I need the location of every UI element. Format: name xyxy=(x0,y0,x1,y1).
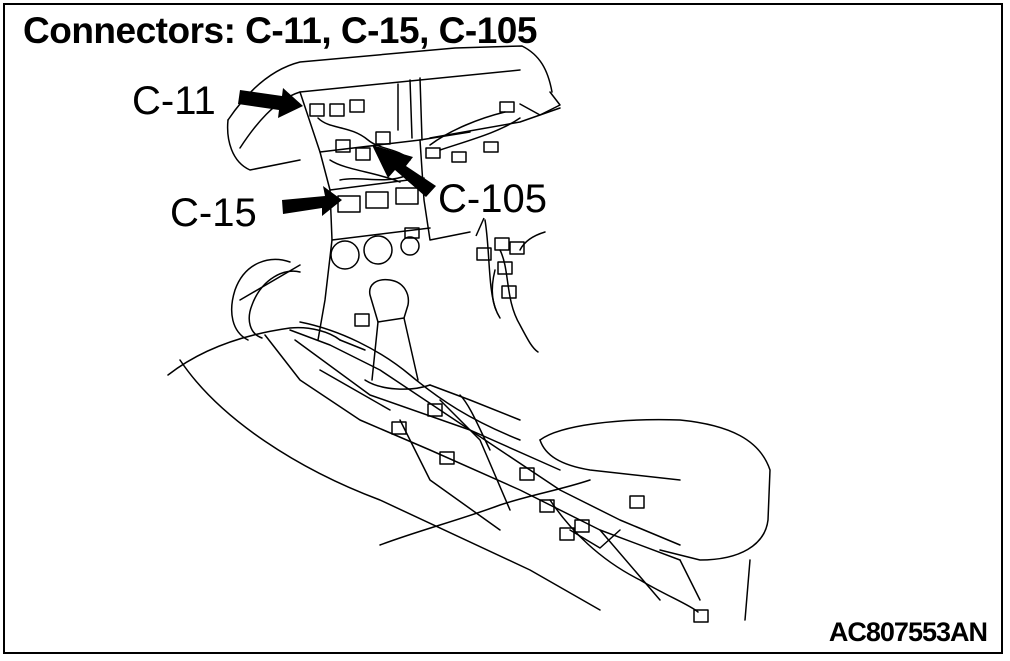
label-c15: C-15 xyxy=(170,191,257,235)
arrow-c11 xyxy=(238,88,303,118)
side-harness xyxy=(476,219,546,353)
leader-c105 xyxy=(475,217,485,237)
diagram-title: Connectors: C-11, C-15, C-105 xyxy=(23,10,537,51)
steering-wheel xyxy=(167,258,366,376)
label-c105: C-105 xyxy=(438,177,547,221)
figure-id: AC807553AN xyxy=(828,617,988,647)
dash-connectors xyxy=(309,99,521,239)
arrow-c105 xyxy=(372,145,436,197)
label-c11: C-11 xyxy=(132,79,216,123)
center-console xyxy=(179,313,709,623)
arrow-c15 xyxy=(282,186,342,216)
shift-lever xyxy=(364,278,431,390)
armrest xyxy=(539,418,771,621)
